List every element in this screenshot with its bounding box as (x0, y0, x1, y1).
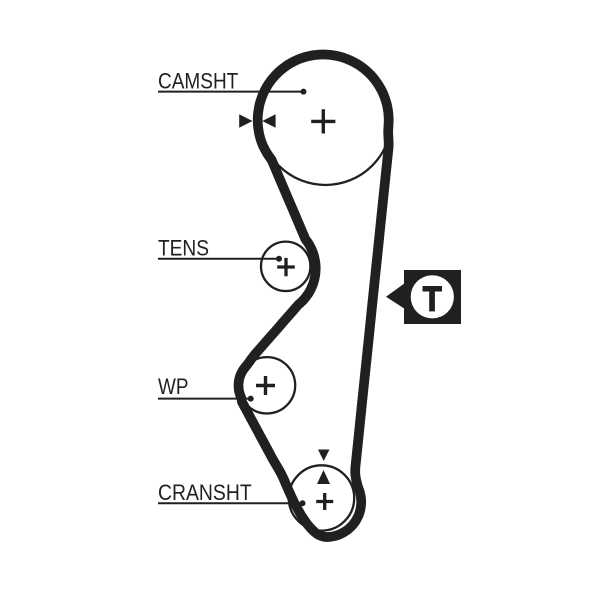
svg-text:CAMSHT: CAMSHT (158, 68, 238, 93)
svg-text:TENS: TENS (158, 236, 209, 261)
svg-text:CRANSHT: CRANSHT (158, 480, 252, 505)
svg-text:WP: WP (158, 374, 189, 399)
